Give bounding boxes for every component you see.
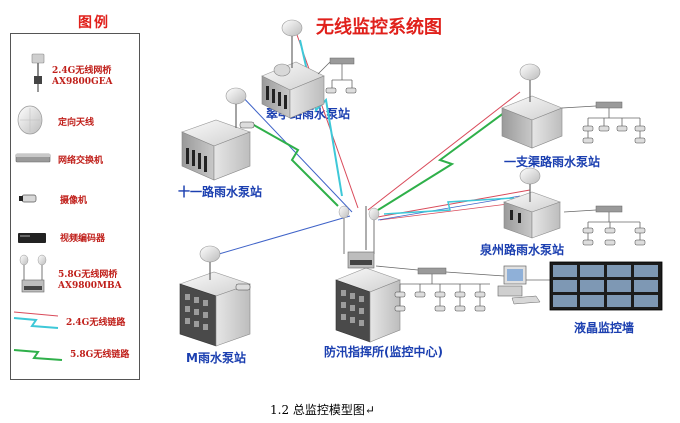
antenna-cuiting: [281, 19, 303, 68]
legend-title: 图例: [78, 15, 110, 31]
station-m: [179, 271, 251, 347]
legend-label-link-58g: 5.8G无线链路: [70, 350, 130, 360]
legend-label-switch: 网络交换机: [58, 156, 104, 166]
monitor-workstation: [445, 265, 552, 305]
link-blue-m: [211, 215, 351, 257]
switch-quanzhou: [563, 205, 646, 246]
link-red-yizhiqu: [367, 91, 521, 211]
figure-caption: 1.2 总监控模型图↵: [270, 403, 375, 417]
lcd-video-wall: [549, 261, 663, 311]
site-label-yizhiqu: 一支渠路雨水泵站: [504, 155, 601, 169]
antenna-m: [199, 245, 251, 291]
bridge-center: [338, 205, 380, 269]
switch-center: [375, 265, 490, 312]
legend-label-bridge-58g: 5.8G无线网桥 AX9800MBA: [58, 270, 122, 291]
legend-label-antenna: 定向天线: [58, 118, 95, 128]
site-label-center: 防汛指挥所(监控中心): [324, 345, 443, 359]
video-encoder-icon: [18, 233, 46, 243]
network-switch-icon: [15, 153, 51, 163]
diagram-title: 无线监控系统图: [316, 17, 442, 38]
camera-icon: [19, 194, 37, 203]
station-shiyi: [181, 119, 251, 181]
switch-yizhiqu: [561, 101, 646, 144]
switch-cuiting: [317, 57, 357, 94]
antenna-quanzhou: [519, 167, 541, 202]
site-label-wall: 液晶监控墙: [574, 321, 635, 335]
legend-label-encoder: 视频编码器: [60, 234, 106, 244]
station-center: [335, 267, 401, 343]
bridge-58g-icon: [19, 254, 47, 293]
legend-box: [10, 33, 140, 380]
link-24g-quanzhou: [383, 197, 515, 215]
station-cuiting: [261, 61, 325, 119]
antenna-shiyi: [225, 87, 255, 129]
link-58g-shiyi: [251, 123, 339, 207]
site-label-quanzhou: 泉州路雨水泵站: [480, 243, 565, 257]
link-blue-shiyi: [237, 91, 353, 213]
link-24g-icon: [13, 317, 59, 329]
wireless-links: [211, 31, 541, 257]
legend-label-camera: 摄像机: [60, 196, 88, 206]
legend-icons: [13, 53, 63, 361]
directional-antenna-icon: [17, 105, 43, 135]
bridge-24g-icon: [31, 53, 45, 92]
legend-label-link-24g: 2.4G无线链路: [66, 318, 126, 328]
station-quanzhou: [503, 191, 561, 239]
link-red-cuiting: [295, 31, 359, 209]
legend-label-bridge-24g: 2.4G无线网桥 AX9800GEA: [52, 66, 113, 87]
site-label-m: M雨水泵站: [186, 351, 246, 365]
antenna-yizhiqu: [519, 63, 541, 102]
station-yizhiqu: [501, 95, 563, 149]
site-label-shiyi: 十一路雨水泵站: [178, 185, 263, 199]
link-58g-icon: [13, 349, 63, 361]
link-58g-yizhiqu: [377, 103, 517, 211]
